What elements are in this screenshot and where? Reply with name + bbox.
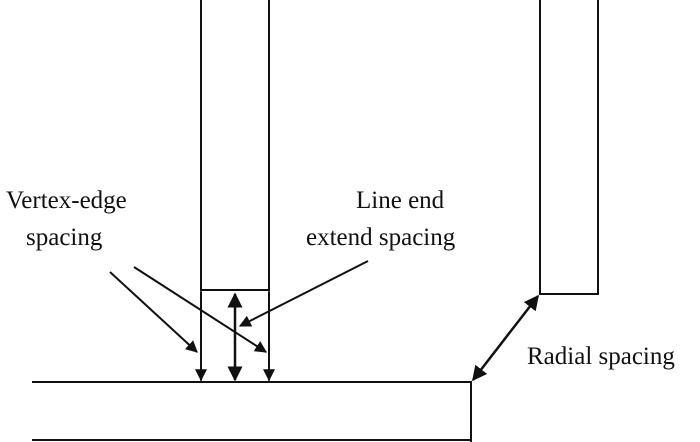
vertical-wire	[200, 0, 270, 291]
leader-line-end	[238, 260, 369, 327]
vertex-edge-label-line1: Vertex-edge	[6, 187, 127, 214]
corner-wire	[539, 0, 599, 295]
vertex-edge-label-line2: spacing	[26, 224, 103, 251]
leader-vertex-edge-1	[109, 271, 198, 353]
radial-spacing-label: Radial spacing	[527, 343, 675, 370]
line-end-label-line2: extend spacing	[306, 224, 456, 251]
leader-vertex-edge-2	[133, 266, 268, 353]
line-end-label-line1: Line end	[356, 187, 445, 214]
arrow-radial-spacing	[472, 294, 539, 382]
horizontal-wire	[32, 381, 472, 442]
